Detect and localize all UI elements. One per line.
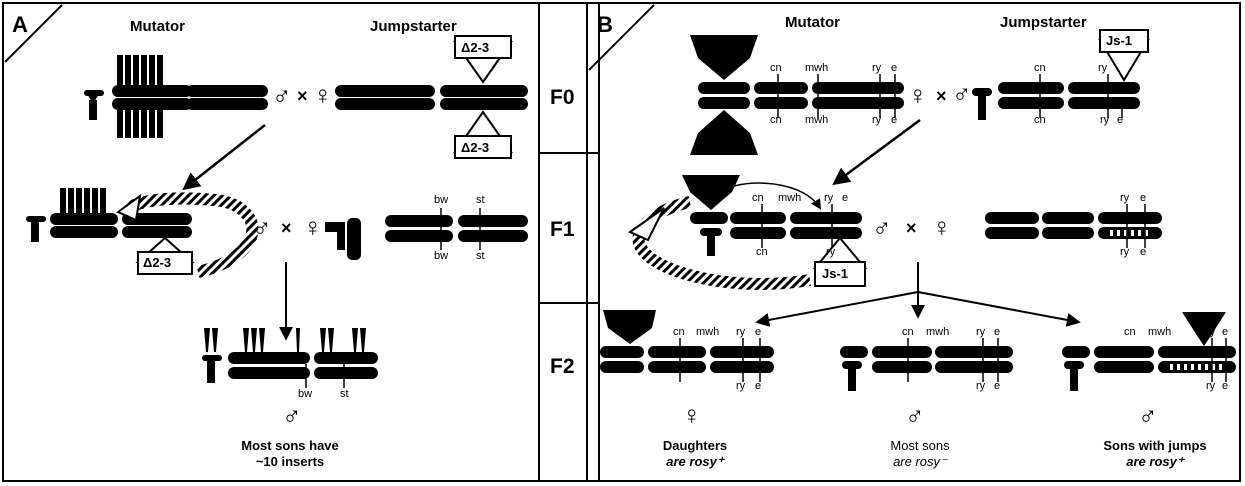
gene-bw: bw [434,194,448,206]
most-sons-line2: are rosy⁻ [855,454,985,469]
gene-e: e [994,380,1000,392]
gene-ry: ry [1206,380,1215,392]
gene-mwh: mwh [696,326,719,338]
y-chromosome [700,228,722,256]
delta-label-top: Δ2-3 [461,40,489,55]
gene-mwh: mwh [926,326,949,338]
gene-ry: ry [1120,192,1129,204]
gene-mwh: mwh [1148,326,1171,338]
daughters-line1: Daughters [630,438,760,453]
gene-e: e [891,62,897,74]
gene-ry: ry [1098,62,1107,74]
gene-cn: cn [752,192,764,204]
female-symbol: ♀ [303,212,323,243]
gene-st: st [340,388,349,400]
male-symbol: ♂ [905,400,925,431]
male-symbol: ♂ [952,78,972,109]
male-symbol: ♂ [252,212,272,243]
gene-mwh: mwh [778,192,801,204]
gene-e: e [891,114,897,126]
y-chromosome [1064,361,1084,391]
gene-e: e [755,380,761,392]
gene-cn: cn [1034,62,1046,74]
female-symbol: ♀ [313,80,333,111]
caption-line2: ~10 inserts [210,454,370,469]
gene-cn: cn [1124,326,1136,338]
y-chromosome [202,355,222,383]
gene-e: e [1222,326,1228,338]
gene-ry: ry [826,246,835,258]
cross-symbol: × [936,86,947,107]
female-symbol: ♀ [932,212,952,243]
gene-ry: ry [872,114,881,126]
gene-e: e [1140,246,1146,258]
gene-ry: ry [1100,114,1109,126]
generation-f2: F2 [550,355,575,379]
cross-symbol: × [906,218,917,239]
generation-f0: F0 [550,86,575,110]
panel-a-label: A [12,12,28,38]
most-sons-line1: Most sons [855,438,985,453]
gene-ry: ry [976,380,985,392]
gene-e: e [994,326,1000,338]
gene-ry: ry [1206,326,1215,338]
js-label: Js-1 [1106,33,1132,48]
panel-b-mutator-title: Mutator [785,14,840,31]
gene-cn: cn [1034,114,1046,126]
delta-label-f1: Δ2-3 [143,255,171,270]
gene-e: e [755,326,761,338]
gene-e: e [1117,114,1123,126]
delta-label-bottom: Δ2-3 [461,140,489,155]
gene-ry: ry [824,192,833,204]
gene-cn: cn [756,246,768,258]
gene-cn: cn [902,326,914,338]
gene-e: e [1140,192,1146,204]
jump-sons-line1: Sons with jumps [1075,438,1235,453]
daughters-line2: are rosy⁺ [630,454,760,469]
gene-ry: ry [736,380,745,392]
gene-cn: cn [673,326,685,338]
generation-f1: F1 [550,218,575,242]
y-chromosome [26,216,46,242]
js-label-f1: Js-1 [822,266,848,281]
y-chromosome [972,88,992,120]
male-symbol: ♂ [1138,400,1158,431]
panel-a-mutator-title: Mutator [130,18,185,35]
gene-e: e [842,192,848,204]
gene-ry: ry [1120,246,1129,258]
panel-a-jumpstarter-title: Jumpstarter [370,18,457,35]
caption-line1: Most sons have [210,438,370,453]
female-symbol: ♀ [682,400,702,431]
cross-symbol: × [297,86,308,107]
gene-ry: ry [872,62,881,74]
female-symbol: ♀ [908,80,928,111]
cross-symbol: × [281,218,292,239]
y-chromosome [842,361,862,391]
gene-ry: ry [736,326,745,338]
jump-sons-line2: are rosy⁺ [1075,454,1235,469]
gene-st: st [476,250,485,262]
male-symbol: ♂ [282,400,302,431]
gene-cn: cn [770,114,782,126]
gene-bw: bw [298,388,312,400]
male-symbol: ♂ [272,80,292,111]
gene-bw: bw [434,250,448,262]
gene-cn: cn [770,62,782,74]
generation-column [539,3,599,481]
gene-e: e [1222,380,1228,392]
gene-st: st [476,194,485,206]
y-chromosome [84,90,104,120]
gene-mwh: mwh [805,114,828,126]
panel-b-jumpstarter-title: Jumpstarter [1000,14,1087,31]
male-symbol: ♂ [872,212,892,243]
panel-b-label: B [597,12,613,38]
gene-mwh: mwh [805,62,828,74]
gene-ry: ry [976,326,985,338]
